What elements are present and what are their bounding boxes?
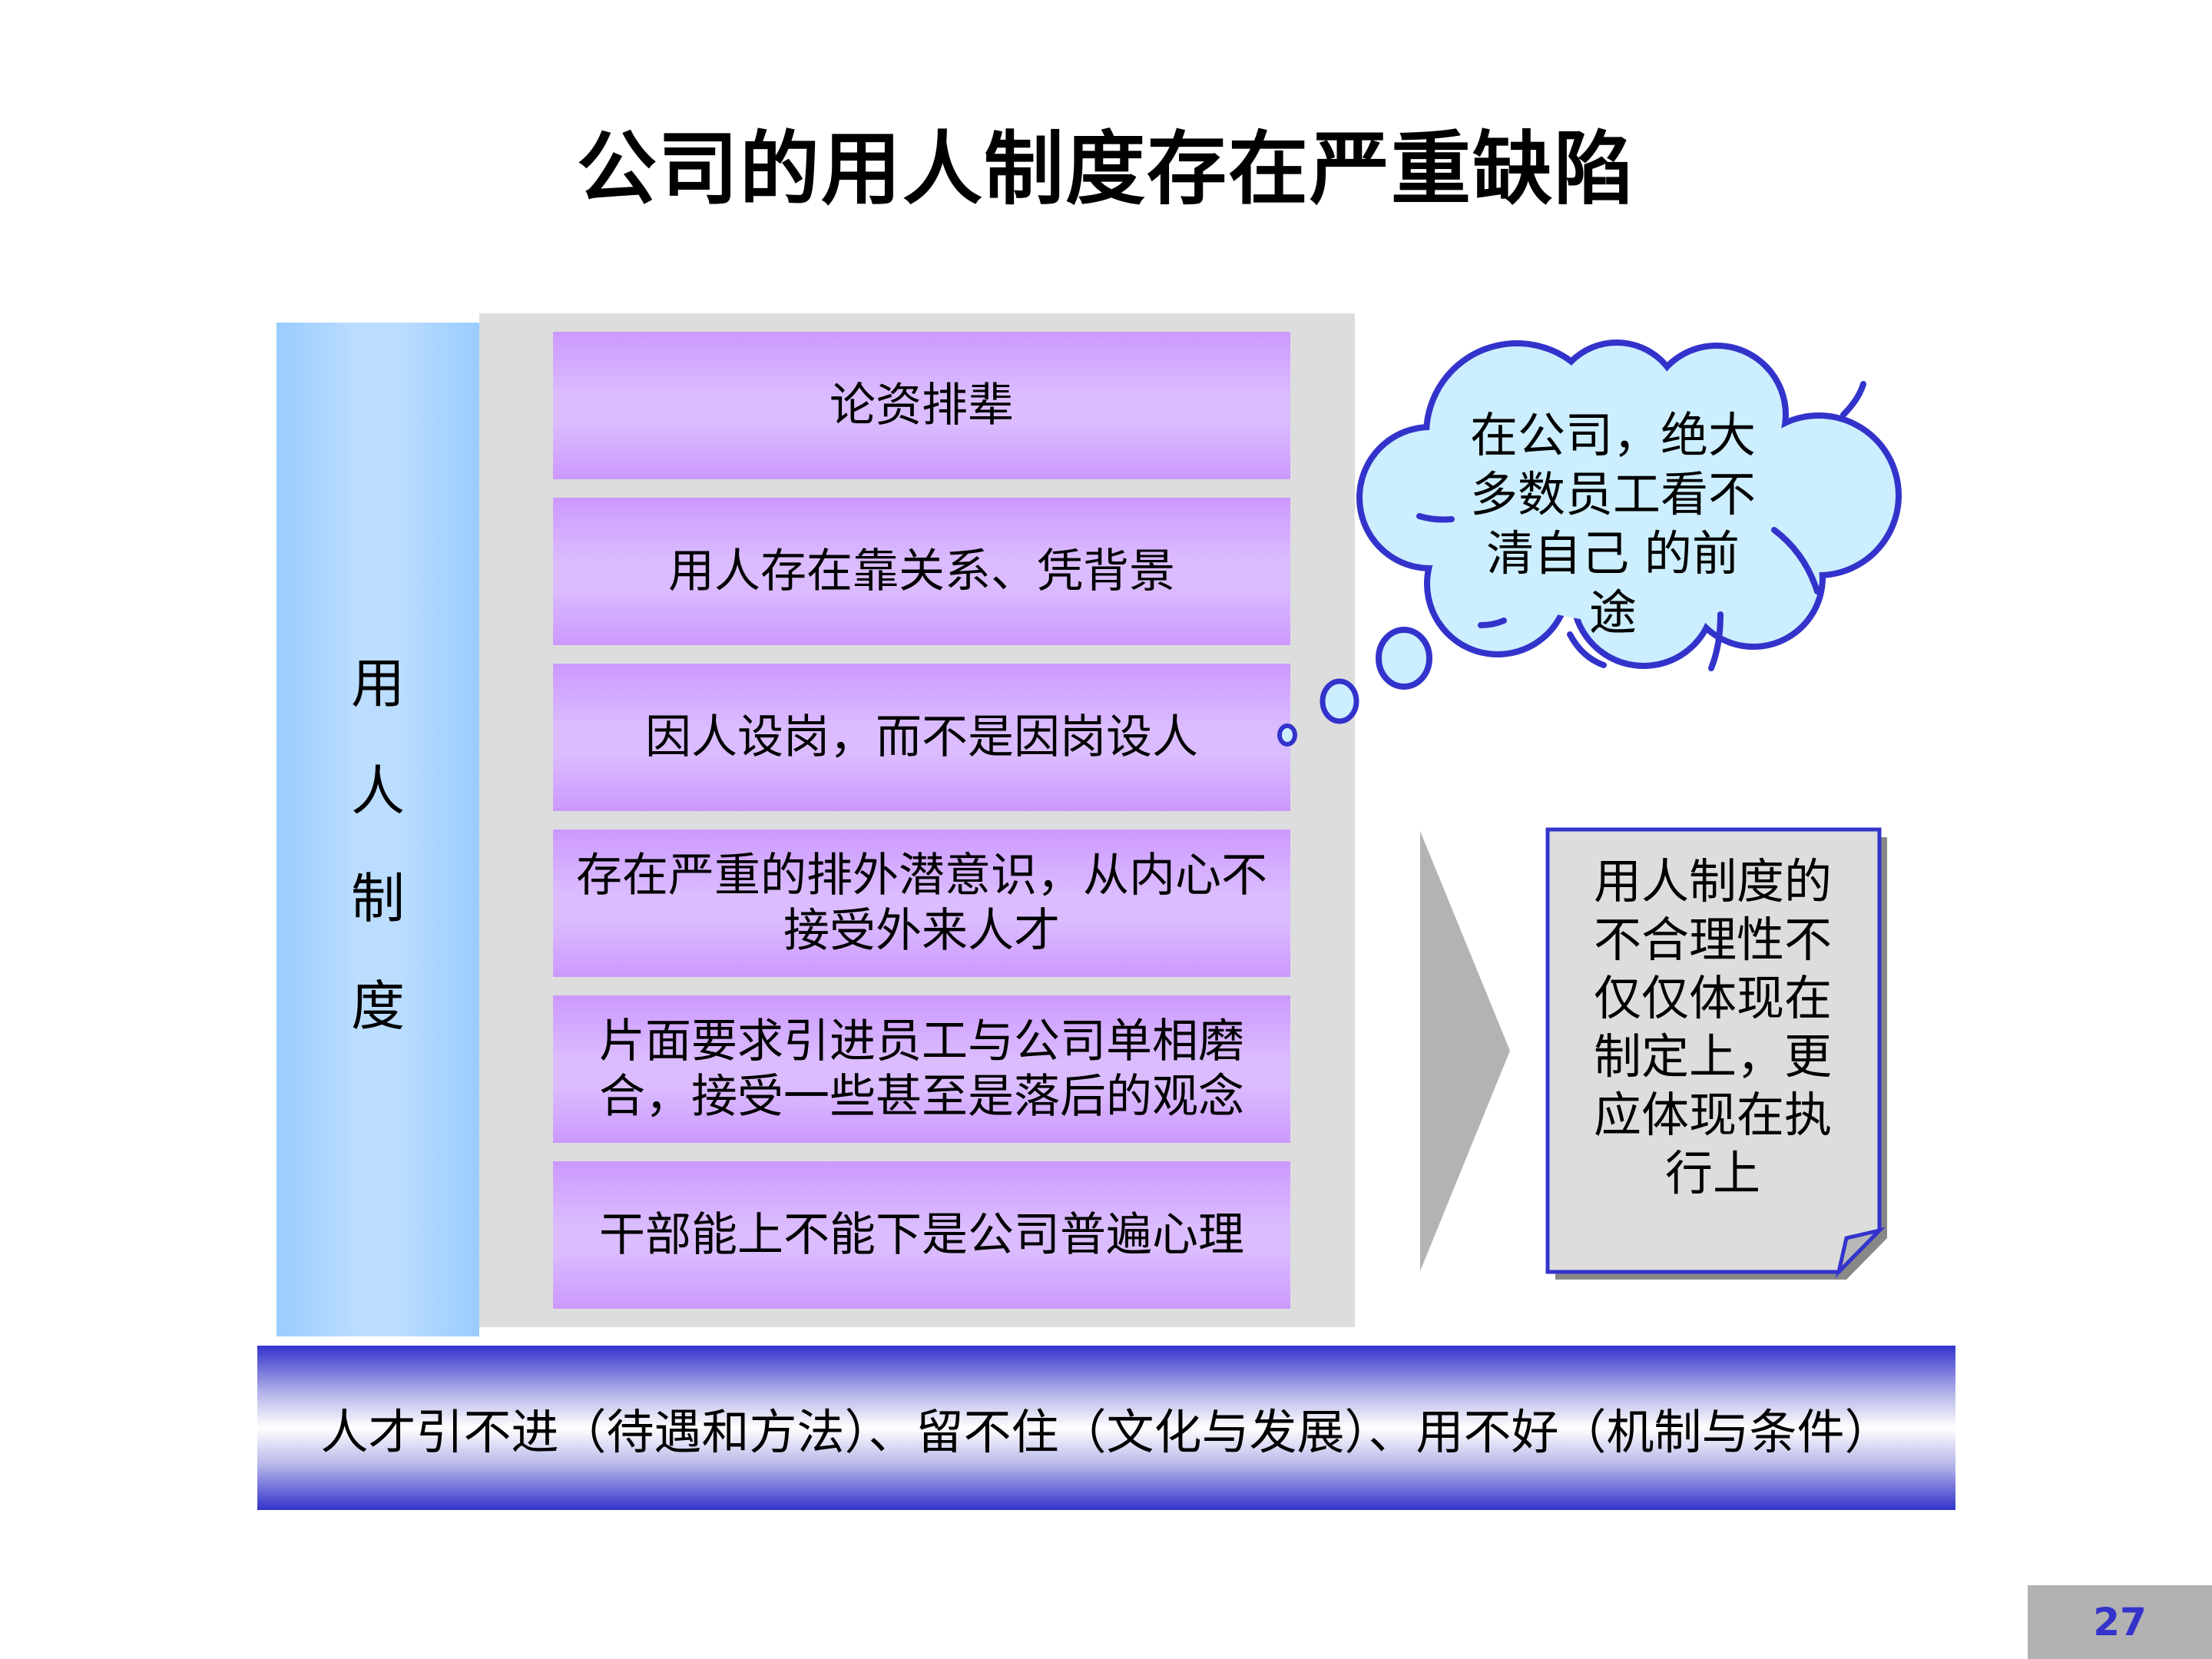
list-item: 因人设岗，而不是因岗设人 [553, 664, 1290, 811]
items-panel [479, 313, 1355, 1327]
cloud-line: 途 [1588, 584, 1637, 641]
item-label: 存在严重的排外潜意识，从内心不接受外来人才 [576, 849, 1267, 958]
thought-cloud-text: 在公司，绝大 多数员工看不 清自己 的前 途 [1452, 406, 1774, 642]
list-item: 论资排辈 [553, 332, 1290, 479]
side-label: 用 人 制 度 [276, 630, 479, 1060]
side-label-char: 人 [351, 760, 405, 823]
side-label-char: 度 [351, 975, 405, 1038]
slide-title: 公司的用人制度存在严重缺陷 [576, 122, 1635, 216]
cloud-line: 在公司，绝大 [1469, 407, 1756, 463]
side-bar [276, 323, 479, 1336]
list-item: 片面要求引进员工与公司单相磨合，接受一些甚至是落后的观念 [553, 995, 1290, 1143]
side-label-char: 用 [351, 652, 405, 715]
note-line: 不合理性不 [1593, 912, 1832, 968]
note-line: 行上 [1664, 1145, 1760, 1201]
chevron-right-icon [1420, 831, 1510, 1271]
note-text: 用人制度的 不合理性不 仅仅体现在 制定上，更 应体现在执 行上 [1567, 853, 1859, 1203]
note-line: 用人制度的 [1593, 853, 1832, 909]
item-label: 论资排辈 [830, 379, 1014, 432]
side-label-char: 制 [351, 867, 405, 930]
item-label: 片面要求引进员工与公司单相磨合，接受一些甚至是落后的观念 [599, 1015, 1244, 1124]
banner-text: 人才引不进（待遇和方法）、留不住（文化与发展）、用不好（机制与条件） [320, 1404, 1892, 1460]
cloud-line: 多数员工看不 [1469, 466, 1756, 522]
page-number: 27 [2028, 1585, 2212, 1659]
list-item: 用人存在靠关系、凭背景 [553, 498, 1290, 645]
page-number-text: 27 [2093, 1600, 2147, 1644]
item-label: 用人存在靠关系、凭背景 [668, 545, 1175, 598]
note-line: 应体现在执 [1593, 1087, 1832, 1143]
cloud-line: 清自己 的前 [1486, 525, 1740, 581]
note-line: 制定上，更 [1593, 1028, 1832, 1084]
note-line: 仅仅体现在 [1593, 970, 1832, 1026]
list-item: 存在严重的排外潜意识，从内心不接受外来人才 [553, 830, 1290, 977]
note-shape [1545, 827, 1887, 1280]
list-item: 干部能上不能下是公司普遍心理 [553, 1161, 1290, 1309]
item-label: 干部能上不能下是公司普遍心理 [599, 1208, 1244, 1262]
summary-banner: 人才引不进（待遇和方法）、留不住（文化与发展）、用不好（机制与条件） [257, 1346, 1955, 1510]
item-label: 因人设岗，而不是因岗设人 [645, 710, 1198, 764]
thought-cloud-icon [1277, 339, 1902, 747]
